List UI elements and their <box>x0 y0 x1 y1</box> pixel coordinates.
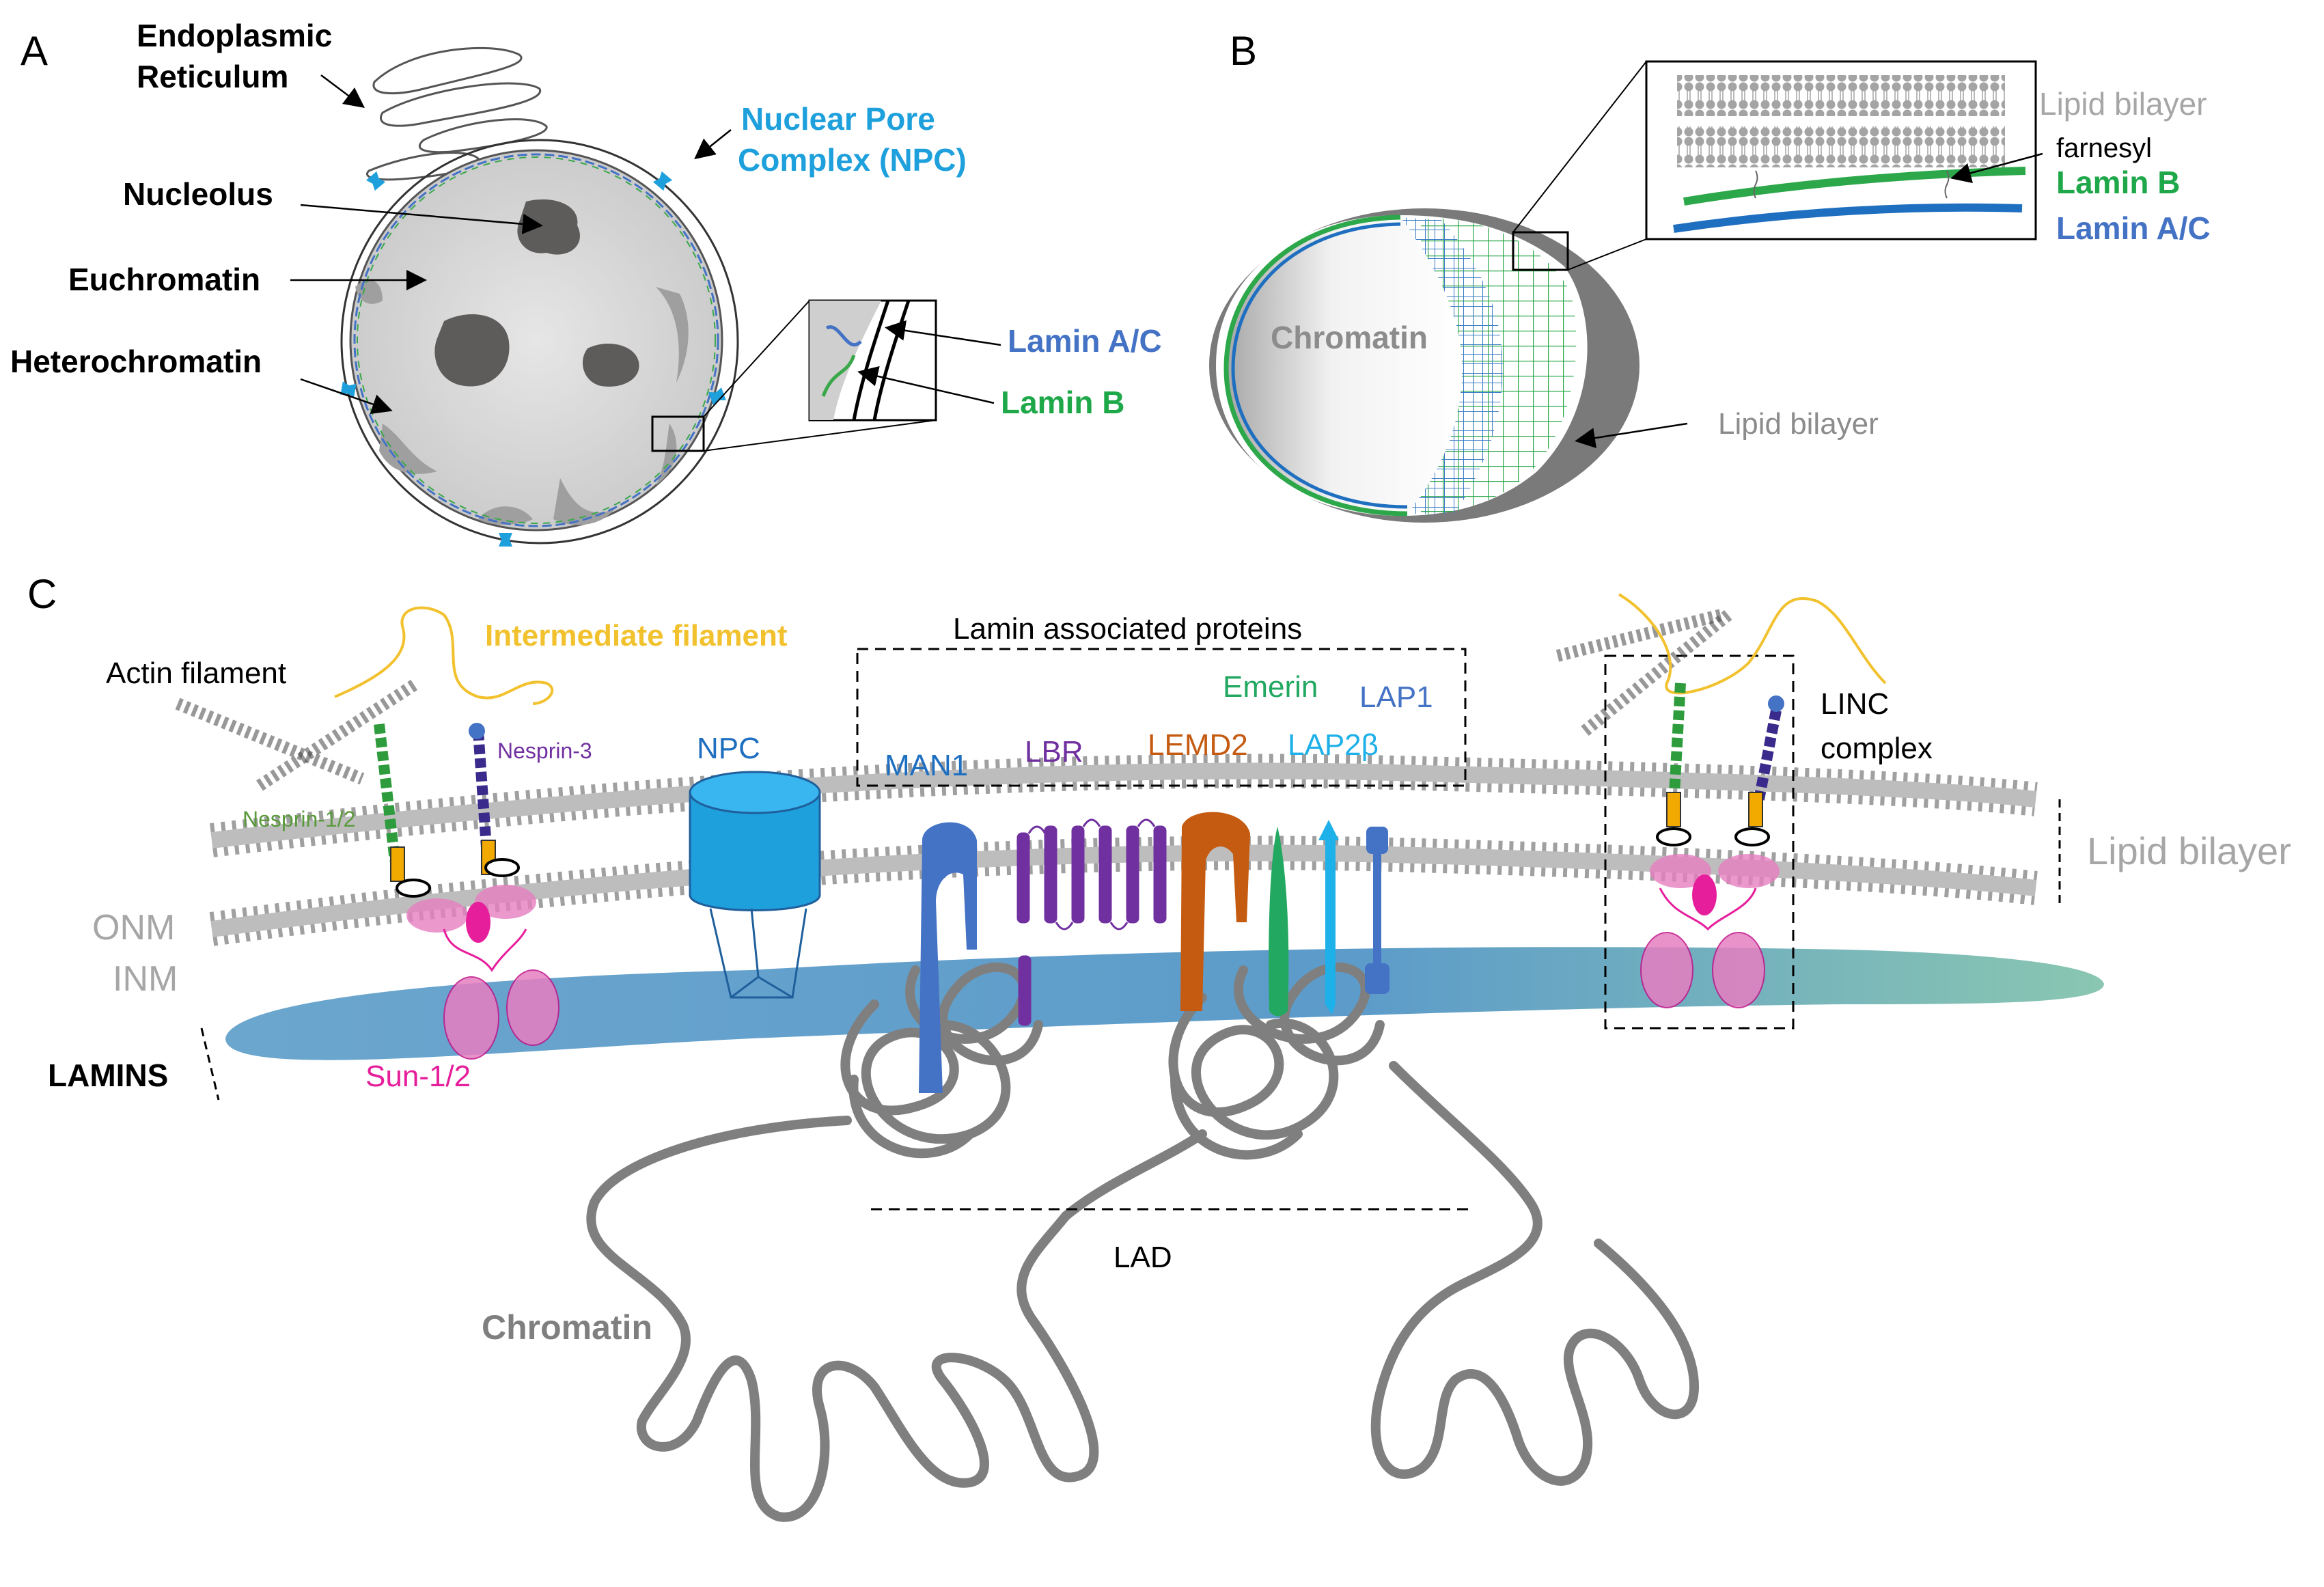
nesprin-right <box>1656 682 1784 846</box>
panel-a <box>290 46 1001 547</box>
lap2b-protein <box>1318 820 1339 1015</box>
lad-label: LAD <box>1113 1241 1172 1274</box>
panel-a-label: A <box>20 28 48 74</box>
panel-c <box>175 593 2104 1522</box>
npc-label-line2: Complex (NPC) <box>738 142 967 178</box>
lipid-bilayer-arrow-b <box>1575 422 1688 448</box>
npc-label-c: NPC <box>697 732 760 765</box>
nucleolus-3 <box>582 343 639 387</box>
nucleolus-label: Nucleolus <box>123 176 273 212</box>
lamina-band <box>225 947 2104 1060</box>
panel-c-label: C <box>27 571 57 617</box>
lipid-bilayer-inset-label: Lipid bilayer <box>2039 86 2207 122</box>
lamina-blue <box>353 153 719 527</box>
sun-12-left <box>406 885 559 1060</box>
intermediate-filament-label: Intermediate filament <box>485 619 788 652</box>
lamin-ac-label-a: Lamin A/C <box>1008 323 1162 359</box>
labels: A B C Endoplasmic Reticulum Nuclear Pore… <box>10 18 2291 1347</box>
chromatin-fiber <box>586 962 1700 1522</box>
lap1-protein <box>1365 827 1389 994</box>
nesprin3-label: Nesprin-3 <box>497 739 592 763</box>
nesprin-3-left <box>469 723 520 877</box>
emerin-label: Emerin <box>1223 670 1318 704</box>
sun12-label: Sun-1/2 <box>365 1060 471 1093</box>
lipid-bilayer-label-b: Lipid bilayer <box>1718 407 1879 441</box>
euchromatin-label: Euchromatin <box>68 262 260 297</box>
intermediate-filament <box>334 606 554 705</box>
heterochromatin-shape <box>355 279 689 525</box>
linc-complex-box <box>1604 654 1795 1030</box>
nesprin-12-left <box>374 723 431 898</box>
man1-protein <box>919 822 977 1093</box>
lbr-protein <box>1016 818 1167 1026</box>
lamin-b-label-b: Lamin B <box>2056 165 2180 200</box>
onm-label: ONM <box>92 908 175 948</box>
actin-filament-left <box>175 678 420 791</box>
lap-label: Lamin associated proteins <box>953 612 1302 646</box>
panel-b-label: B <box>1230 28 1257 74</box>
npc-markers <box>340 171 726 547</box>
lap2b-label: LAP2β <box>1288 728 1379 762</box>
lamins-label: LAMINS <box>48 1058 168 1093</box>
endoplasmic-reticulum-shape <box>366 46 548 181</box>
zoom-box-b <box>1512 231 1569 271</box>
npc-label-line1: Nuclear Pore <box>741 101 935 137</box>
lemd2-label: LEMD2 <box>1148 728 1248 762</box>
inset-b <box>1645 60 2043 240</box>
nucleolus-2 <box>434 314 510 387</box>
zoom-box <box>651 415 705 452</box>
lamin-ac-label-b: Lamin A/C <box>2056 210 2211 246</box>
er-label-line1: Endoplasmic <box>137 18 332 53</box>
er-label-line2: Reticulum <box>137 59 288 94</box>
linc-label-line1: LINC <box>1821 687 1889 721</box>
actin-filament-label: Actin filament <box>106 657 286 690</box>
emerin-protein <box>1269 827 1289 1017</box>
nucleolus-1 <box>517 199 580 255</box>
lamin-b-label-a: Lamin B <box>1001 385 1124 420</box>
intermediate-filament-right <box>1618 593 1887 695</box>
inm-label: INM <box>113 959 178 999</box>
lbr-label: LBR <box>1025 735 1083 769</box>
farnesyl-label: farnesyl <box>2056 133 2152 163</box>
sun-right <box>1640 854 1780 1008</box>
lamin-ac-mesh <box>1400 217 1503 514</box>
lemd2-protein <box>1180 812 1250 1011</box>
panel-a-callouts <box>290 74 1001 414</box>
lap1-label: LAP1 <box>1359 680 1433 714</box>
nesprin12-label: Nesprin-1/2 <box>243 807 355 831</box>
outer-nuclear-membrane <box>340 139 739 544</box>
linc-label-line2: complex <box>1821 732 1933 765</box>
lamina-green <box>357 156 716 524</box>
chromatin-label-b: Chromatin <box>1271 320 1428 355</box>
lipid-bilayer-label-c: Lipid bilayer <box>2087 829 2291 872</box>
lamin-associated-proteins-box <box>856 648 1467 787</box>
npc-structure <box>689 771 821 999</box>
man1-label: MAN1 <box>885 749 968 782</box>
chromatin-label-c: Chromatin <box>482 1308 652 1347</box>
inset-a <box>808 299 937 422</box>
nucleus-body <box>349 149 723 532</box>
panel-b <box>1209 60 2043 523</box>
actin-filament-right <box>1555 609 1732 736</box>
chromatin-region <box>1226 217 1462 514</box>
heterochromatin-label: Heterochromatin <box>10 344 262 379</box>
